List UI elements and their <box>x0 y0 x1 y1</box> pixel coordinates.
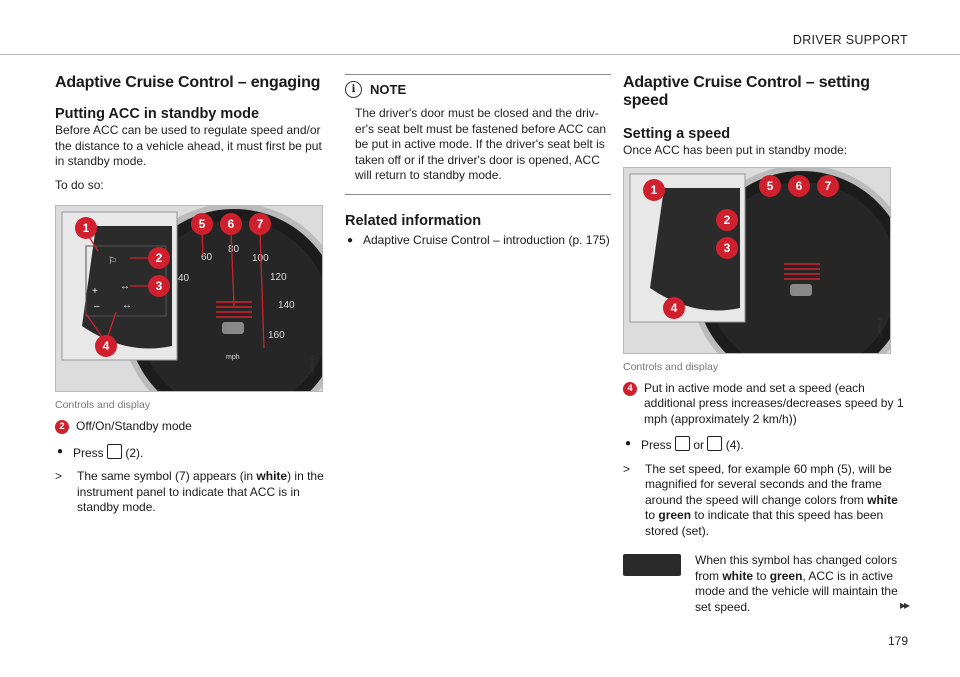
result-marker: > <box>623 461 631 476</box>
svg-text:↔: ↔ <box>122 300 132 311</box>
svg-text:4: 4 <box>671 301 678 315</box>
subheading: Setting a speed <box>623 126 731 142</box>
svg-text:3: 3 <box>156 279 163 293</box>
bullet-text-pre: Press <box>73 445 104 460</box>
speed-mark-80: 80 <box>228 244 240 255</box>
svg-text:7: 7 <box>825 179 832 193</box>
bullet-step: ● Press or (4). <box>625 436 744 452</box>
subheading: Putting ACC in standby mode <box>55 106 260 122</box>
callout-item: 2 Off/On/Standby mode <box>55 419 327 435</box>
svg-text:5: 5 <box>767 179 774 193</box>
callout-number: 2 <box>55 420 69 434</box>
callout-text: Put in active mode and set a speed (each… <box>644 380 904 426</box>
callout-6 <box>220 213 242 235</box>
result-bold: white <box>256 469 288 483</box>
acc-button-icon <box>107 443 123 459</box>
minus-button-icon <box>707 436 723 451</box>
figure-caption: Controls and display <box>623 360 719 373</box>
callout-3 <box>148 275 170 297</box>
svg-text:+: + <box>92 286 98 297</box>
note-box: i NOTE The driver's door must be closed … <box>345 74 611 195</box>
section-header: DRIVER SUPPORT <box>792 33 908 47</box>
column-engaging: Adaptive Cruise Control – engaging Putti… <box>55 74 327 516</box>
column-note: i NOTE The driver's door must be closed … <box>345 74 611 248</box>
svg-text:6: 6 <box>796 179 803 193</box>
callout-number: 4 <box>623 381 637 396</box>
figure-caption: Controls and display <box>55 399 151 411</box>
note-text: The driver's door must be closed and the… <box>355 106 607 182</box>
svg-text:2: 2 <box>724 213 731 227</box>
controls-illustration: 40 60 80 100 120 140 160 mph <box>56 206 322 391</box>
svg-text:–: – <box>94 301 100 312</box>
bullet-icon: ● <box>625 438 632 449</box>
symbol-explanation: When this symbol has changed colors from… <box>623 553 908 615</box>
info-icon: i <box>345 81 362 98</box>
svg-text:5: 5 <box>199 217 206 231</box>
bullet-step: ● Press (2). <box>55 443 327 462</box>
note-label: NOTE <box>370 82 407 97</box>
bullet-icon: ● <box>347 234 354 246</box>
related-item[interactable]: ● Adaptive Cruise Control – introduction… <box>345 233 611 249</box>
column-setting-speed: Adaptive Cruise Control – setting speed … <box>623 74 908 615</box>
svg-text:7: 7 <box>257 217 264 231</box>
speed-mark-60: 60 <box>201 252 213 263</box>
callout-text: Off/On/Standby mode <box>76 419 192 433</box>
related-link[interactable]: Adaptive Cruise Control – introduction (… <box>363 232 610 247</box>
speed-mark-40: 40 <box>178 273 190 284</box>
page-number: 179 <box>887 634 908 648</box>
callout-2 <box>148 247 170 269</box>
related-heading: Related information <box>345 212 482 229</box>
paragraph: To do so: <box>55 177 104 192</box>
svg-text:6: 6 <box>228 217 235 231</box>
header-rule <box>0 54 960 55</box>
callout-4 <box>95 335 117 357</box>
result-step: > The same symbol (7) appears (in white)… <box>55 469 327 516</box>
svg-text:2: 2 <box>156 251 163 265</box>
controls-display-figure: 40 60 80 100 120 140 160 mph <box>55 205 323 392</box>
paragraph: Before ACC can be used to regulate speed… <box>55 123 322 168</box>
speed-mark-140: 140 <box>278 300 295 311</box>
unit-label: mph <box>226 354 240 361</box>
bullet-text-post: (2). <box>125 445 144 460</box>
controls-display-figure: 1 2 3 4 5 6 7 G048618 <box>623 166 891 354</box>
svg-text:1: 1 <box>651 183 658 197</box>
controls-illustration: 1 2 3 4 5 6 7 G048618 <box>624 167 890 353</box>
svg-text:4: 4 <box>103 339 110 353</box>
result-text: The same symbol (7) appears (in <box>77 469 254 483</box>
svg-text:↔: ↔ <box>120 281 130 292</box>
svg-text:G048618: G048618 <box>878 317 884 338</box>
acc-symbol-icon <box>623 554 681 576</box>
bullet-icon: ● <box>57 445 64 457</box>
svg-text:3: 3 <box>724 241 731 255</box>
continue-arrows-icon: ▸▸ <box>899 598 910 612</box>
callout-7 <box>249 213 271 235</box>
speed-mark-160: 160 <box>268 330 285 341</box>
svg-text:⚐: ⚐ <box>108 256 117 267</box>
section-title: Adaptive Cruise Control – setting speed <box>623 74 870 109</box>
result-text-end: ) in the instrument panel to indicate th… <box>77 469 324 514</box>
result-step: > The set speed, for example 60 mph (5),… <box>623 461 898 538</box>
svg-text:1: 1 <box>83 221 90 235</box>
result-marker: > <box>55 469 63 483</box>
lead-paragraph: Once ACC has been put in standby mode: <box>623 143 848 157</box>
figure-code: G048619 <box>310 355 316 376</box>
speed-mark-120: 120 <box>270 272 287 283</box>
plus-button-icon <box>675 436 691 451</box>
callout-5 <box>191 213 213 235</box>
callout-1 <box>75 217 97 239</box>
section-title: Adaptive Cruise Control – engaging <box>55 74 321 91</box>
callout-item: 4 Put in active mode and set a speed (ea… <box>623 381 908 428</box>
